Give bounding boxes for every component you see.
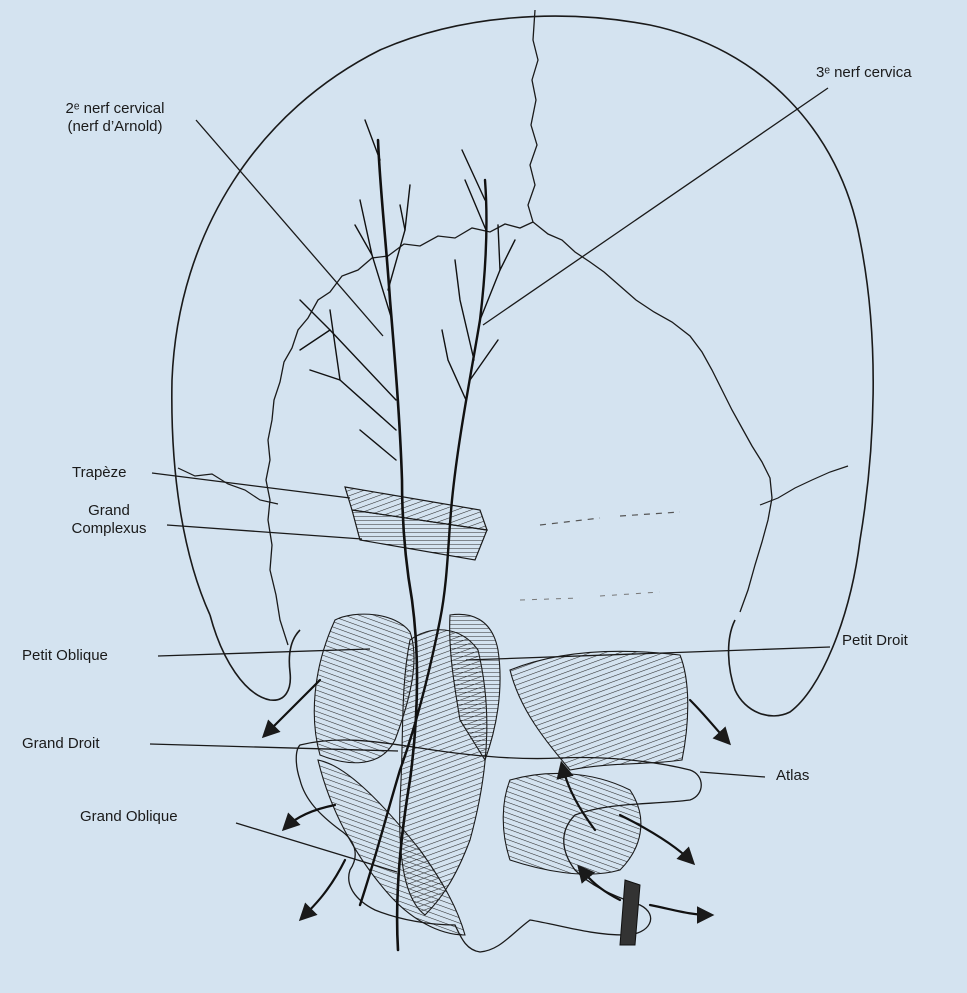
- label-grand-complexus-line2: Complexus: [50, 520, 168, 538]
- label-petit-droit: Petit Droit: [842, 632, 908, 650]
- label-grand-complexus-line1: Grand: [50, 502, 168, 520]
- sagittal-suture: [528, 10, 538, 222]
- leader-lines: [150, 88, 830, 872]
- skull-outline: [172, 16, 873, 716]
- label-nerf-cervical-2-line2: (nerf d’Arnold): [30, 118, 200, 136]
- label-nerf-cervical-2-line1: 2ᵉ nerf cervical: [30, 100, 200, 118]
- label-grand-oblique: Grand Oblique: [80, 808, 178, 826]
- label-grand-complexus: Grand Complexus: [50, 502, 168, 538]
- label-grand-droit: Grand Droit: [22, 735, 100, 753]
- temporal-suture-right: [760, 466, 848, 505]
- right-oblique-muscle: [503, 773, 641, 874]
- label-trapeze: Trapèze: [72, 464, 126, 482]
- mastoid-left: [210, 615, 300, 700]
- label-petit-oblique: Petit Oblique: [22, 647, 108, 665]
- vertebral-artery: [620, 880, 640, 945]
- label-atlas: Atlas: [776, 767, 809, 785]
- label-nerf-cervical-3: 3ᵉ nerf cervica: [816, 64, 912, 82]
- label-nerf-cervical-2: 2ᵉ nerf cervical (nerf d’Arnold): [30, 100, 200, 136]
- lambdoid-right: [533, 222, 772, 612]
- temporal-suture-left: [178, 468, 278, 504]
- right-muscle-group: [510, 651, 688, 770]
